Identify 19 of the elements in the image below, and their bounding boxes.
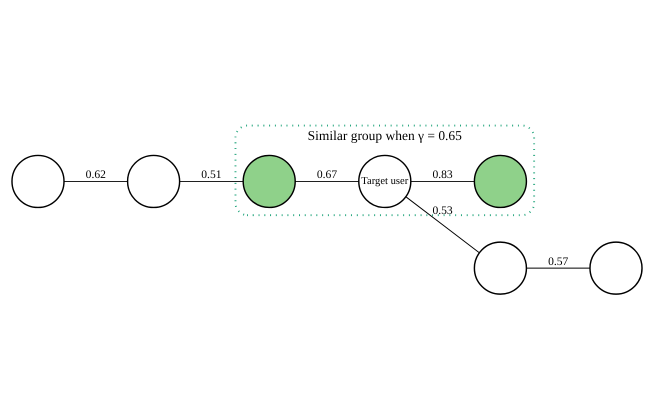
edge-label: 0.53 [432, 204, 453, 217]
edge-label: 0.83 [432, 168, 453, 182]
node-circle: Target user [358, 154, 412, 208]
connector [406, 196, 480, 254]
node-circle [11, 154, 65, 208]
edge-label: 0.67 [316, 168, 338, 182]
edge-label: 0.62 [86, 168, 106, 182]
edge-label: 0.57 [548, 254, 568, 268]
connector [179, 180, 244, 182]
connector [64, 180, 128, 182]
connector [294, 180, 360, 182]
connector [410, 180, 475, 182]
connector [526, 268, 590, 269]
node-circle [474, 154, 528, 208]
node-circle [126, 154, 180, 208]
edge-label: 0.51 [201, 168, 222, 182]
node-circle [242, 154, 296, 208]
node-circle [589, 241, 643, 295]
node-circle [474, 241, 528, 295]
